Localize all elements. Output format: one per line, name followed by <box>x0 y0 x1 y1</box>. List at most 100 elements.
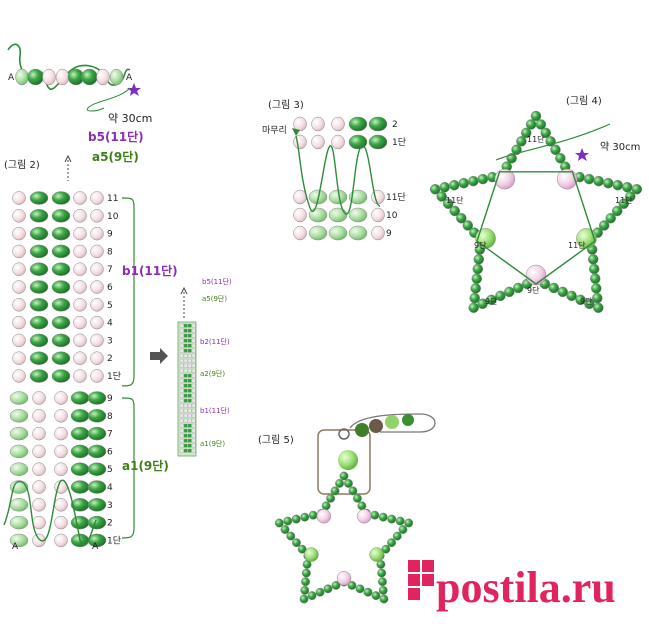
strip-bead <box>179 393 184 398</box>
fig5-bead <box>307 591 317 601</box>
right-arrow-icon <box>150 348 168 364</box>
fig5-bead <box>301 568 311 578</box>
fig5-star <box>274 471 414 604</box>
fig2-bead <box>54 515 68 530</box>
bracket-a1 <box>121 397 135 539</box>
fig2-row-label: 2 <box>107 519 113 529</box>
top-strip-bead <box>109 68 124 86</box>
fig5-ring-icon <box>338 428 350 440</box>
strip-bead <box>183 438 188 443</box>
fig3-bead <box>348 225 368 241</box>
fig2-thread <box>3 479 97 546</box>
strip-bead <box>191 423 196 428</box>
fig2-bead <box>32 498 46 512</box>
strip-bead <box>183 428 188 433</box>
fig4-bead <box>618 198 630 209</box>
strip-bead <box>179 328 184 333</box>
fig4-star-icon <box>575 148 589 161</box>
strip-bead <box>183 403 188 408</box>
fig5-clasp-bead <box>385 415 399 429</box>
strip-bead <box>187 338 192 343</box>
fig4-petal-label: 9단 <box>485 296 498 306</box>
fig2-bead <box>54 444 68 459</box>
fig2-row-label: 9 <box>107 230 113 240</box>
strip-bead <box>187 443 192 448</box>
fig2-bead <box>54 391 68 405</box>
fig2-bead <box>90 244 104 259</box>
fig3-row-2: 2 <box>392 120 398 130</box>
fig2-bead <box>29 209 49 223</box>
fig5-bead <box>326 493 336 503</box>
fig3-row-9: 9 <box>386 229 392 239</box>
strip-bead <box>183 373 188 378</box>
strip-bead <box>179 343 184 348</box>
fig2-bead <box>32 391 46 405</box>
fig2-bead <box>70 462 90 476</box>
fig5-bead <box>363 587 373 597</box>
fig3-arrow-icon <box>292 128 300 136</box>
strip-bead <box>179 353 184 358</box>
fig4-bead <box>587 254 599 265</box>
strip-bead <box>187 378 192 383</box>
fig4-petal-label: 11단 <box>568 240 586 250</box>
fig3-bead <box>328 225 348 241</box>
fig2-bead <box>73 262 87 276</box>
fig3-bead <box>293 116 307 132</box>
strip-bead <box>191 333 196 338</box>
fig2-bead <box>54 462 68 476</box>
fig2-row-label: 6 <box>107 447 113 457</box>
fig5-bead <box>398 525 408 534</box>
fig2-bead <box>70 391 90 405</box>
fig2-bead <box>29 262 49 276</box>
fig2-row-label: 4 <box>107 483 113 493</box>
fig4-bead <box>584 298 595 310</box>
strip-bead <box>179 348 184 353</box>
fig2-bead <box>73 280 87 294</box>
fig2-bead <box>70 426 90 441</box>
fig4-bead <box>477 173 489 185</box>
fig3-bead <box>348 189 368 205</box>
fig2-bead <box>73 351 87 365</box>
fig2-bead <box>51 209 71 223</box>
strip-bead <box>191 358 196 363</box>
fig2-bead <box>51 226 71 241</box>
fig2-bead <box>9 444 29 459</box>
fig3-bead <box>371 225 385 241</box>
strip-bead <box>191 328 196 333</box>
strip-bead <box>191 413 196 418</box>
fig5-bead <box>370 510 380 520</box>
strip-label-a5: a5(9단) <box>202 294 227 303</box>
strip-bead <box>191 443 196 448</box>
fig5-pendant <box>274 413 436 604</box>
fig5-bead <box>344 479 353 488</box>
fig5-bead <box>331 580 341 590</box>
fig2-bead <box>29 298 49 312</box>
fig2-row-label: 9 <box>107 394 113 404</box>
fig4-petal-label: 11단 <box>446 195 464 205</box>
fig2-bead <box>51 280 71 294</box>
fig2-bead <box>70 409 90 423</box>
strip-bead <box>179 413 184 418</box>
fig2-row-label: 8 <box>107 412 113 422</box>
fig5-clasp-bead <box>355 423 369 437</box>
strip-bead <box>187 343 192 348</box>
fig2-bead <box>87 462 107 476</box>
fig2-bead <box>87 409 107 423</box>
strip-bead <box>191 343 196 348</box>
strip-bead <box>187 413 192 418</box>
strip-bead <box>191 378 196 383</box>
fig2-bead <box>73 244 87 259</box>
fig4-bead <box>593 175 604 187</box>
fig3-bead <box>293 207 307 223</box>
strip-bead <box>187 368 192 373</box>
strip-bead <box>191 428 196 433</box>
star-icon <box>127 83 141 96</box>
fig5-bead <box>291 514 301 524</box>
strip-bead <box>187 408 192 413</box>
label-b1: b1(11단) <box>122 263 178 278</box>
fig2-row-label: 7 <box>107 430 113 440</box>
fig5-bead <box>378 585 388 595</box>
strip-bead <box>183 363 188 368</box>
